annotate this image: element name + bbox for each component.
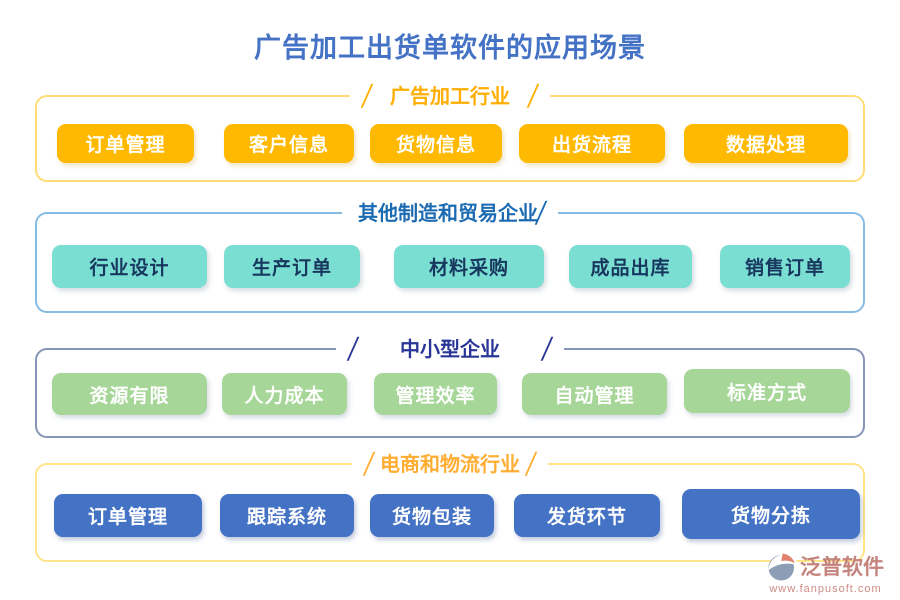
chip-data-processing[interactable]: 数据处理 bbox=[684, 124, 848, 163]
section-header-label: 中小型企业 bbox=[400, 336, 500, 361]
slash-decoration bbox=[362, 451, 376, 476]
brand-watermark: 泛普软件 www.fanpusoft.com bbox=[767, 552, 884, 595]
section-header-manufacturing: 其他制造和贸易企业 bbox=[342, 200, 558, 225]
chip-industry-design[interactable]: 行业设计 bbox=[52, 245, 207, 288]
chip-labor-cost[interactable]: 人力成本 bbox=[222, 373, 347, 415]
section-header-sme: 中小型企业 bbox=[336, 336, 564, 361]
chip-auto-management[interactable]: 自动管理 bbox=[522, 373, 667, 415]
chip-customer-info[interactable]: 客户信息 bbox=[224, 124, 354, 163]
chip-order-management[interactable]: 订单管理 bbox=[54, 494, 202, 537]
slash-decoration bbox=[524, 451, 538, 476]
slash-decoration bbox=[540, 336, 554, 361]
section-manufacturing-trade: 其他制造和贸易企业 行业设计 生产订单 材料采购 成品出库 销售订单 bbox=[35, 200, 865, 313]
chip-management-efficiency[interactable]: 管理效率 bbox=[374, 373, 497, 415]
chip-production-order[interactable]: 生产订单 bbox=[224, 245, 360, 288]
section-ecommerce-logistics: 电商和物流行业 订单管理 跟踪系统 货物包装 发货环节 货物分拣 bbox=[35, 451, 865, 562]
chip-standard-method[interactable]: 标准方式 bbox=[684, 369, 850, 413]
slash-decoration bbox=[360, 83, 374, 108]
section-header-label: 电商和物流行业 bbox=[380, 451, 520, 476]
section-header-label: 广告加工行业 bbox=[390, 83, 510, 108]
slash-decoration bbox=[526, 83, 540, 108]
section-sme: 中小型企业 资源有限 人力成本 管理效率 自动管理 标准方式 bbox=[35, 336, 865, 438]
chip-tracking-system[interactable]: 跟踪系统 bbox=[220, 494, 354, 537]
chip-shipping-process[interactable]: 出货流程 bbox=[519, 124, 665, 163]
chip-goods-packaging[interactable]: 货物包装 bbox=[370, 494, 494, 537]
chip-finished-outbound[interactable]: 成品出库 bbox=[569, 245, 692, 288]
section-header-advertising: 广告加工行业 bbox=[350, 83, 550, 108]
slash-decoration bbox=[346, 336, 360, 361]
chip-material-purchase[interactable]: 材料采购 bbox=[394, 245, 544, 288]
brand-url[interactable]: www.fanpusoft.com bbox=[769, 583, 882, 595]
section-advertising-industry: 广告加工行业 订单管理 客户信息 货物信息 出货流程 数据处理 bbox=[35, 83, 865, 182]
chip-goods-info[interactable]: 货物信息 bbox=[370, 124, 502, 163]
section-header-label: 其他制造和贸易企业 bbox=[358, 200, 538, 225]
brand-name: 泛普软件 bbox=[800, 554, 884, 580]
chip-order-management[interactable]: 订单管理 bbox=[57, 124, 194, 163]
page-title: 广告加工出货单软件的应用场景 bbox=[254, 33, 646, 64]
chip-sales-order[interactable]: 销售订单 bbox=[720, 245, 850, 288]
section-header-ecommerce: 电商和物流行业 bbox=[352, 451, 548, 476]
chip-limited-resources[interactable]: 资源有限 bbox=[52, 373, 207, 415]
fanpu-logo-icon bbox=[767, 552, 797, 582]
chip-goods-sorting[interactable]: 货物分拣 bbox=[682, 489, 860, 539]
chip-delivery-link[interactable]: 发货环节 bbox=[514, 494, 660, 537]
